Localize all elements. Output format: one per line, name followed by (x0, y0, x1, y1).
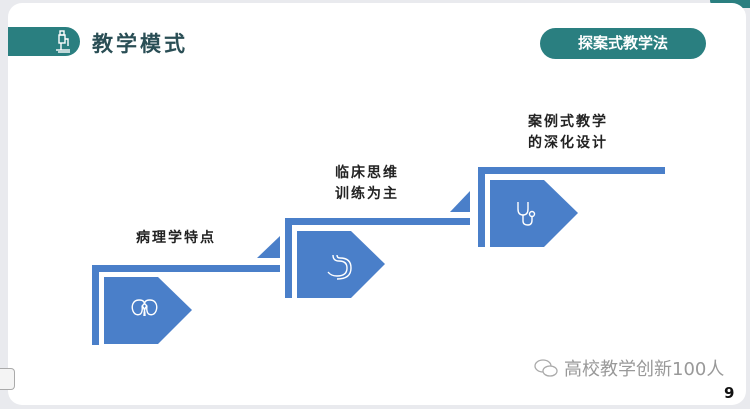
stomach-icon (327, 254, 352, 280)
side-tab[interactable] (0, 368, 15, 390)
step-1 (92, 236, 280, 345)
label-line: 案例式教学 (528, 114, 608, 130)
watermark: 高校教学创新100人 (533, 358, 724, 380)
step-connector-triangle (450, 191, 470, 212)
microscope-icon (56, 30, 70, 53)
label-line: 的深化设计 (528, 135, 608, 151)
step-arrow (104, 277, 192, 344)
step-arrow (297, 231, 385, 298)
step-2 (285, 191, 470, 298)
step-3 (478, 167, 665, 247)
step-2-label: 临床思维 训练为主 (335, 163, 399, 205)
label-line: 临床思维 (335, 165, 399, 181)
stethoscope-icon (517, 202, 536, 226)
title-bar (8, 27, 80, 56)
page-number: 9 (724, 384, 735, 402)
watermark-text: 高校教学创新100人 (564, 359, 725, 380)
step-1-label: 病理学特点 (136, 228, 216, 249)
page-title: 教学模式 (92, 32, 188, 56)
step-connector-triangle (257, 236, 280, 258)
label-line: 病理学特点 (136, 230, 216, 246)
kidney-icon (131, 299, 158, 317)
wechat-icon (534, 359, 558, 377)
method-badge: 探案式教学法 (540, 28, 706, 59)
label-line: 训练为主 (335, 186, 399, 202)
step-3-label: 案例式教学 的深化设计 (528, 112, 608, 154)
